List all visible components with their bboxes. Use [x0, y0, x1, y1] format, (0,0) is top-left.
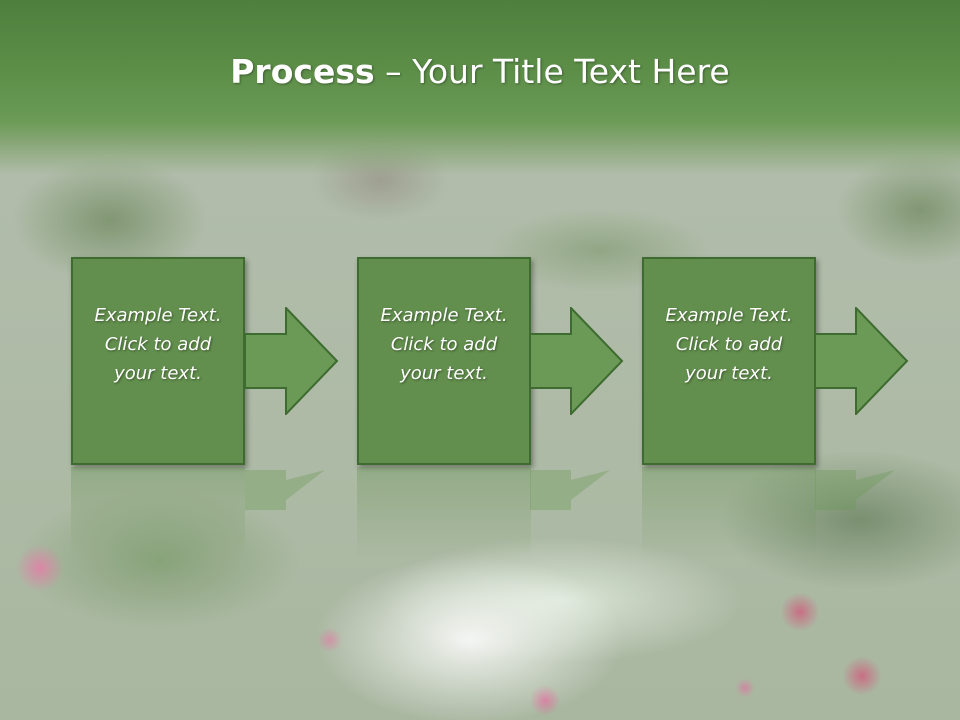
step-1-line-1: Example Text. — [94, 304, 222, 326]
title-bold: Process — [230, 52, 375, 91]
right-arrow-icon — [245, 307, 339, 415]
step-text-1: Example Text. Click to add your text. — [78, 301, 238, 388]
step-2-line-3: your text. — [400, 362, 488, 384]
step-2-line-2: Click to add — [390, 333, 498, 355]
step-1-line-2: Click to add — [104, 333, 212, 355]
right-arrow-icon — [530, 307, 624, 415]
step-box-3[interactable]: Example Text. Click to add your text. — [642, 257, 816, 465]
step-1-line-3: your text. — [114, 362, 202, 384]
title-band — [0, 0, 960, 175]
step-box-3-reflection — [642, 467, 816, 557]
step-box-2[interactable]: Example Text. Click to add your text. — [357, 257, 531, 465]
right-arrow-icon — [815, 307, 909, 415]
step-3-line-3: your text. — [685, 362, 773, 384]
slide-title[interactable]: Process – Your Title Text Here — [0, 52, 960, 91]
right-arrow-icon — [815, 470, 895, 510]
step-3-line-2: Click to add — [675, 333, 783, 355]
step-2-line-1: Example Text. — [380, 304, 508, 326]
step-text-3: Example Text. Click to add your text. — [649, 301, 809, 388]
step-3-line-1: Example Text. — [665, 304, 793, 326]
right-arrow-icon — [530, 470, 610, 510]
right-arrow-icon — [245, 470, 325, 510]
step-text-2: Example Text. Click to add your text. — [364, 301, 524, 388]
step-box-1[interactable]: Example Text. Click to add your text. — [71, 257, 245, 465]
step-box-2-reflection — [357, 467, 531, 557]
step-box-1-reflection — [71, 467, 245, 557]
title-rest: – Your Title Text Here — [374, 52, 730, 91]
